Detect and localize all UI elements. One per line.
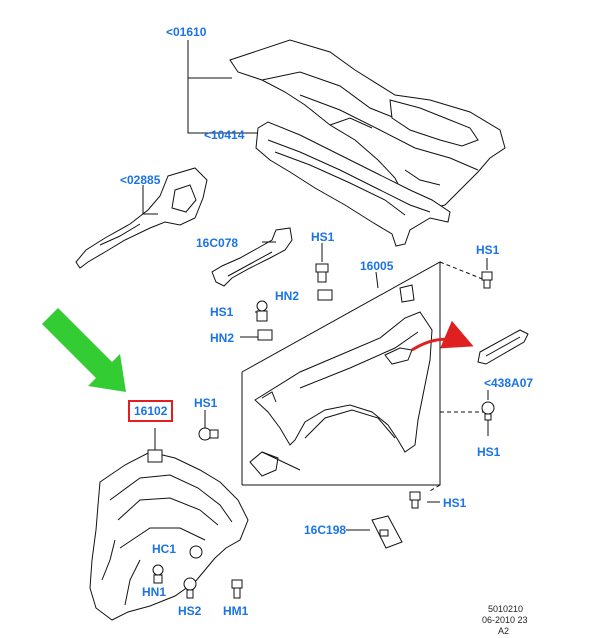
green-arrow	[42, 308, 126, 392]
cowl-panel	[229, 39, 506, 211]
reference-number: 5010210	[488, 604, 524, 614]
fender-lower-bracket	[249, 451, 301, 477]
label-hn2-mid: HN2	[275, 289, 300, 303]
label-hc1: HC1	[152, 542, 177, 556]
label-10414: <10414	[204, 128, 245, 142]
fastener-hs1-right-top	[481, 271, 493, 289]
fastener-hn2-mid	[317, 289, 333, 301]
fastener-hs1-fender	[198, 427, 219, 441]
reference-sheet: A2	[498, 626, 510, 636]
label-16102: 16102	[128, 400, 174, 422]
label-02885: <02885	[120, 173, 161, 187]
fastener-hs1-left	[256, 300, 268, 322]
label-hs1-right-top: HS1	[476, 243, 500, 257]
fastener-hc1	[189, 545, 203, 559]
label-hm1: HM1	[223, 604, 249, 618]
label-hs1-top: HS1	[311, 230, 335, 244]
red-arrow	[411, 320, 474, 352]
fastener-hs1-right-mid	[481, 401, 495, 421]
reference-date: 06-2010 23	[482, 615, 528, 625]
label-438a07: <438A07	[484, 376, 534, 390]
label-hs1-right-mid: HS1	[477, 445, 501, 459]
side-repeater-438a07	[477, 329, 529, 365]
label-01610: <01610	[166, 25, 207, 39]
label-hn2-left: HN2	[210, 331, 235, 345]
fastener-hs1-bottom	[409, 491, 421, 509]
fastener-hs1-top	[315, 263, 329, 283]
label-16c198: 16C198	[304, 523, 347, 537]
fastener-hn1	[152, 564, 164, 584]
wheel-arch-liner	[89, 449, 249, 621]
label-hs1-bottom: HS1	[443, 496, 467, 510]
fastener-hs2	[183, 577, 197, 599]
label-hs1-fender: HS1	[194, 396, 218, 410]
cowl-top-panel	[255, 121, 451, 247]
fender-16005	[254, 284, 433, 453]
label-16c078: 16C078	[196, 236, 239, 250]
pad-16c198	[371, 515, 403, 549]
label-hn1: HN1	[142, 585, 167, 599]
fastener-hm1	[231, 579, 243, 599]
label-hs1-left: HS1	[210, 305, 234, 319]
label-16005: 16005	[360, 259, 394, 273]
label-hs2: HS2	[178, 604, 202, 618]
fastener-hn2-left	[257, 329, 273, 341]
bracket-02885	[75, 167, 208, 269]
